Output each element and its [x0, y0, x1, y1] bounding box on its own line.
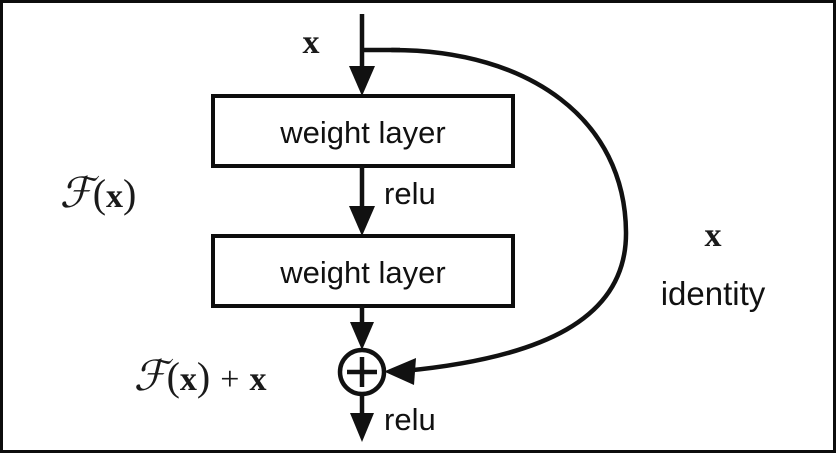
sum-expression-label: ℱ(x)+x [134, 354, 267, 400]
identity-x-label: x [705, 217, 722, 254]
paren-close-glyph: ) [123, 171, 136, 216]
edge-input-to-layer1-arrowhead [349, 66, 375, 96]
weight-layer-2-label: weight layer [279, 255, 445, 290]
edge-layer2-to-adder-arrowhead [350, 322, 374, 350]
sum-paren-close-glyph: ) [197, 354, 210, 399]
paren-open-glyph: ( [93, 171, 106, 216]
adder-node[interactable] [337, 347, 387, 397]
input-x-label: x [303, 24, 320, 61]
bold-x-glyph: x [106, 178, 123, 215]
sum-paren-open-glyph: ( [167, 354, 180, 399]
identity-label: identity [661, 275, 766, 312]
residual-function-text: ℱ(x) [60, 171, 137, 217]
sum-plus-glyph: + [220, 361, 239, 398]
edge-layer1-to-layer2-arrowhead [349, 206, 375, 236]
weight-layer-box-2[interactable] [211, 234, 515, 308]
residual-function-label: ℱ(x) [60, 171, 137, 217]
sum-tail-x-glyph: x [249, 361, 266, 398]
sum-expression-text: ℱ(x)+x [134, 354, 267, 400]
skip-connection-curve [389, 47, 629, 374]
edge-adder-to-output-arrowhead [350, 413, 374, 442]
relu-label-output: relu [384, 402, 436, 437]
skip-connection-arrowhead [384, 358, 416, 385]
weight-layer-1-label: weight layer [279, 115, 445, 150]
sum-bold-x-glyph: x [180, 361, 197, 398]
relu-label-mid: relu [384, 176, 436, 211]
